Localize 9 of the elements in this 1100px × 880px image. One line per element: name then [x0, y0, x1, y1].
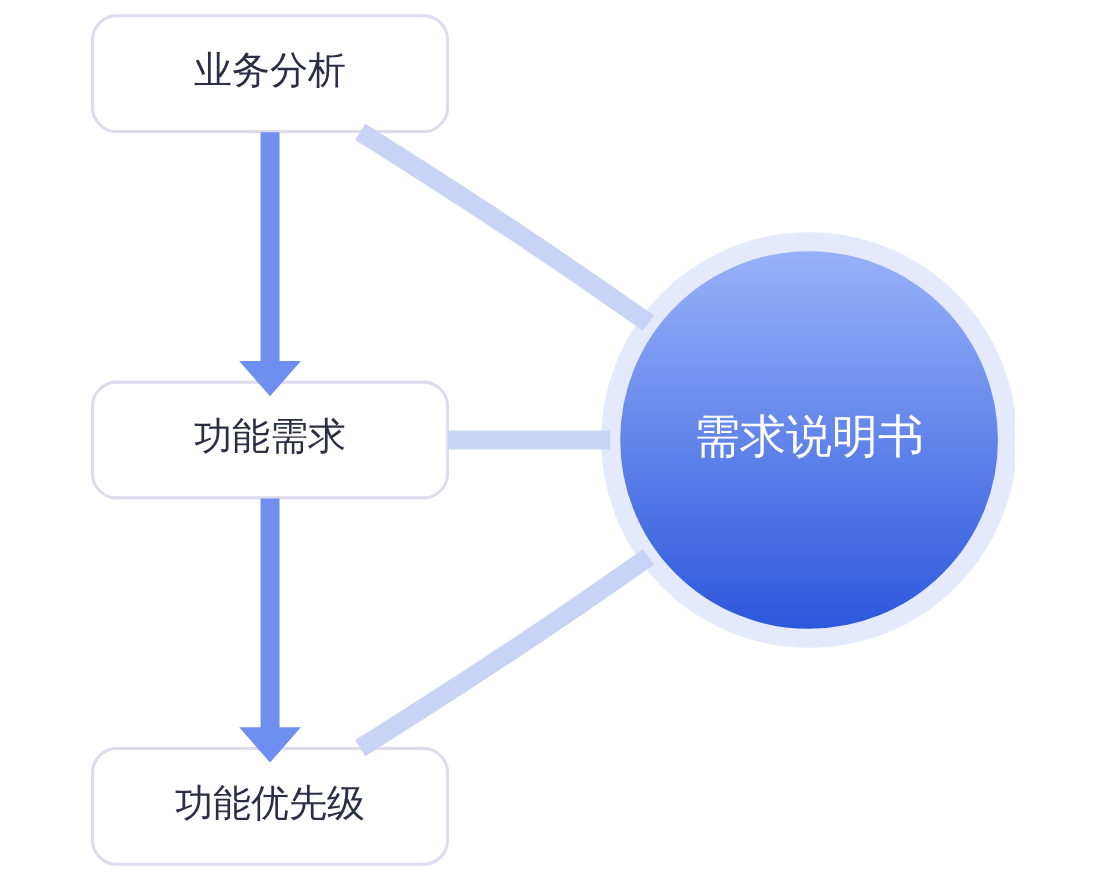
connector [355, 549, 654, 757]
arrow [239, 498, 301, 763]
connector [447, 430, 611, 450]
connector [355, 123, 654, 331]
node-circle: 需求说明书 [601, 232, 1015, 648]
arrow [239, 132, 301, 397]
node-box: 功能需求 [91, 380, 450, 500]
node-box: 业务分析 [91, 14, 450, 134]
node-box: 功能优先级 [91, 746, 450, 866]
